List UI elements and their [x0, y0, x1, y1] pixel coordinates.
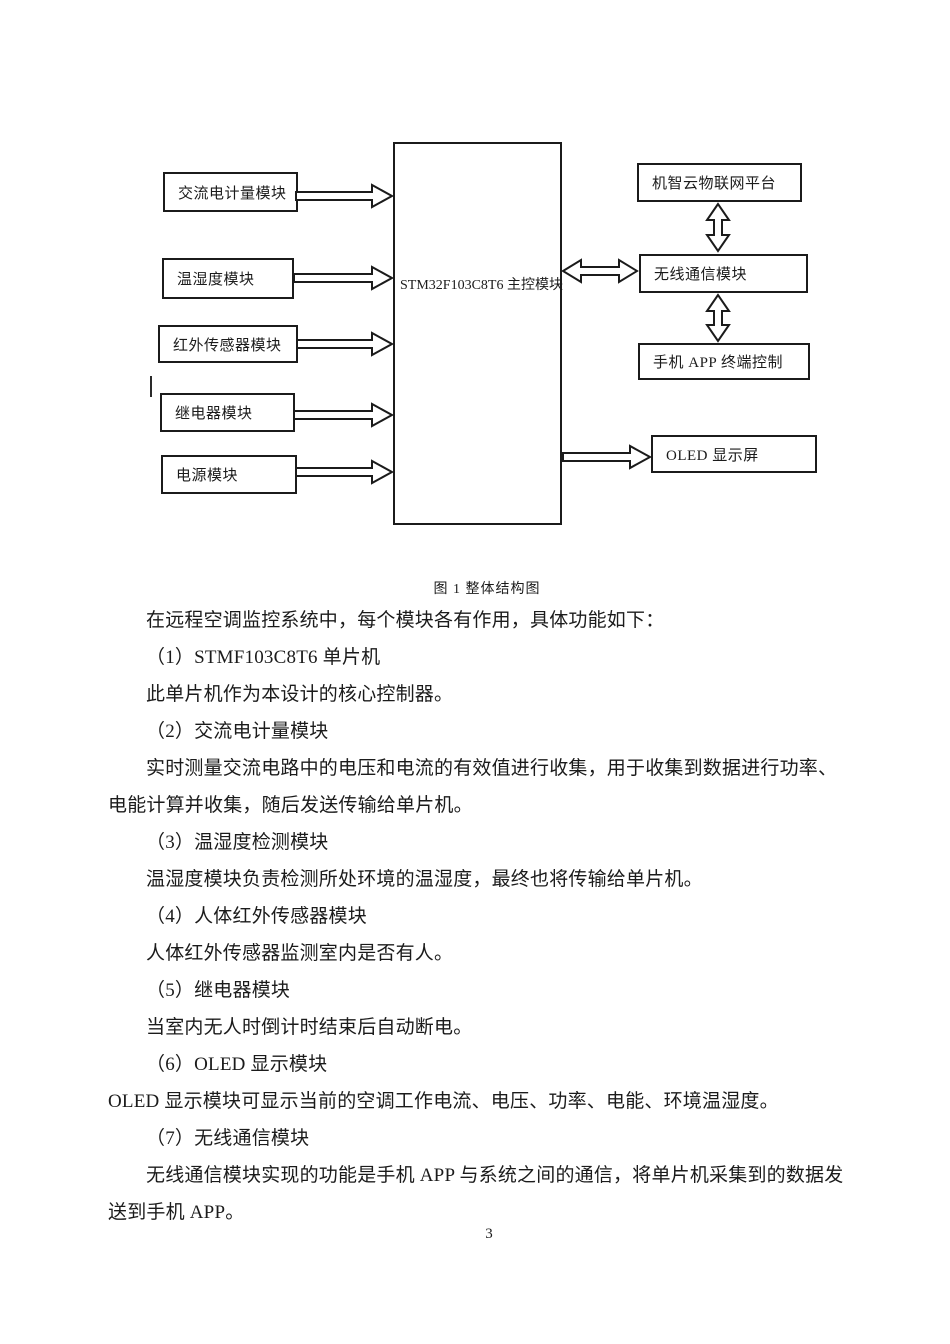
arrow-th-to-mcu — [293, 265, 395, 291]
node-relay-module: 继电器模块 — [160, 393, 295, 432]
text-cursor-artifact — [150, 376, 152, 397]
paragraph-line: 在远程空调监控系统中，每个模块各有作用，具体功能如下： — [146, 610, 665, 631]
node-gizwits-iot-platform: 机智云物联网平台 — [637, 163, 802, 202]
node-ac-metering-module: 交流电计量模块 — [163, 172, 298, 212]
list-item-heading: （2）交流电计量模块 — [146, 721, 329, 742]
node-phone-app-terminal: 手机 APP 终端控制 — [638, 343, 810, 380]
paragraph-line: 人体红外传感器监测室内是否有人。 — [146, 943, 454, 964]
arrow-mcu-to-oled — [562, 444, 653, 470]
node-label: 电源模块 — [176, 468, 239, 484]
arrow-ir-to-mcu — [296, 331, 395, 357]
paragraph-line: OLED 显示模块可显示当前的空调工作电流、电压、功率、电能、环境温湿度。 — [108, 1091, 779, 1112]
list-item-heading: （3）温湿度检测模块 — [146, 832, 329, 853]
list-item-heading: （6）OLED 显示模块 — [146, 1054, 328, 1075]
list-item-heading: （7）无线通信模块 — [146, 1128, 310, 1149]
paragraph-line: 无线通信模块实现的功能是手机 APP 与系统之间的通信，将单片机采集到的数据发 — [146, 1165, 844, 1186]
node-label: 继电器模块 — [175, 406, 253, 422]
node-label: 温湿度模块 — [177, 272, 255, 288]
list-item-heading: （5）继电器模块 — [146, 980, 291, 1001]
arrow-relay-to-mcu — [293, 402, 395, 428]
paragraph-line: 送到手机 APP。 — [108, 1202, 245, 1223]
paragraph-line: 当室内无人时倒计时结束后自动断电。 — [146, 1017, 473, 1038]
body-text: 在远程空调监控系统中，每个模块各有作用，具体功能如下： （1）STMF103C8… — [108, 602, 850, 1231]
list-item-heading: （4）人体红外传感器模块 — [146, 906, 367, 927]
node-mcu-main-module: STM32F103C8T6 主控模块 — [393, 142, 563, 525]
figure-caption: 图 1 整体结构图 — [433, 582, 541, 597]
figure-overall-structure: 交流电计量模块 温湿度模块 红外传感器模块 继电器模块 电源模块 STM32F1… — [0, 0, 950, 560]
arrow-mcu-wireless-bidirectional — [561, 258, 639, 284]
node-label: 交流电计量模块 — [178, 185, 287, 202]
arrow-ac-to-mcu — [295, 183, 395, 209]
node-label: 机智云物联网平台 — [652, 176, 777, 192]
node-label: STM32F103C8T6 主控模块 — [400, 278, 563, 293]
node-oled-display: OLED 显示屏 — [651, 435, 817, 473]
node-ir-sensor-module: 红外传感器模块 — [158, 325, 298, 363]
node-wireless-comm-module: 无线通信模块 — [639, 254, 808, 293]
node-label: OLED 显示屏 — [666, 447, 759, 464]
node-label: 无线通信模块 — [654, 267, 748, 283]
arrow-power-to-mcu — [295, 459, 395, 485]
arrow-cloud-wireless-bidirectional — [705, 202, 731, 253]
paragraph-line: 实时测量交流电路中的电压和电流的有效值进行收集，用于收集到数据进行功率、 — [146, 758, 838, 779]
page-number: 3 — [485, 1226, 493, 1242]
arrow-wireless-app-bidirectional — [705, 293, 731, 343]
node-label: 红外传感器模块 — [173, 337, 282, 354]
node-temp-humidity-module: 温湿度模块 — [162, 258, 294, 299]
list-item-heading: （1）STMF103C8T6 单片机 — [146, 647, 381, 668]
node-power-module: 电源模块 — [161, 455, 297, 494]
paragraph-line: 电能计算并收集，随后发送传输给单片机。 — [108, 795, 473, 816]
node-label: 手机 APP 终端控制 — [653, 355, 783, 371]
paragraph-line: 此单片机作为本设计的核心控制器。 — [146, 684, 454, 705]
paragraph-line: 温湿度模块负责检测所处环境的温湿度，最终也将传输给单片机。 — [146, 869, 703, 890]
